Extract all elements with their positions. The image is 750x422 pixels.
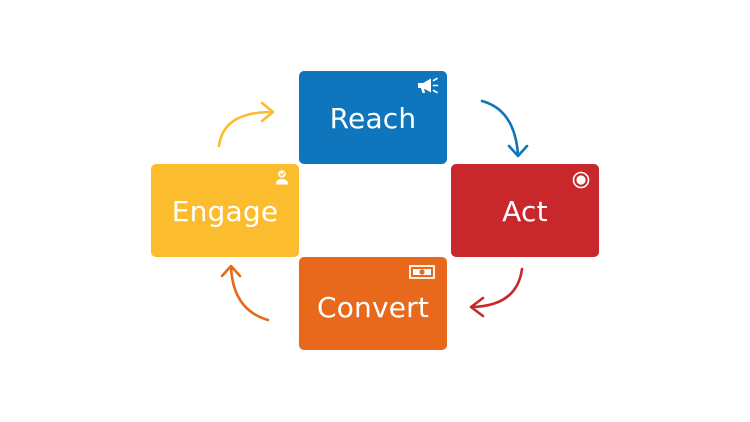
banknote-icon [409, 265, 435, 279]
stage-engage: Engage [151, 164, 299, 257]
stage-act-label: Act [502, 194, 548, 228]
megaphone-icon [418, 77, 439, 94]
stage-convert-label: Convert [316, 290, 430, 324]
arrow-convert-to-engage [220, 264, 270, 322]
stage-reach: Reach [299, 71, 447, 164]
record-icon [572, 171, 590, 189]
stage-convert: Convert [299, 257, 447, 350]
stage-act: Act [451, 164, 599, 257]
stage-engage-label: Engage [171, 194, 279, 228]
arrow-reach-to-act [480, 99, 529, 158]
arrow-act-to-convert [469, 267, 524, 318]
arrow-engage-to-reach [217, 101, 275, 148]
stage-reach-label: Reach [329, 101, 417, 135]
verified-user-icon [276, 170, 288, 185]
